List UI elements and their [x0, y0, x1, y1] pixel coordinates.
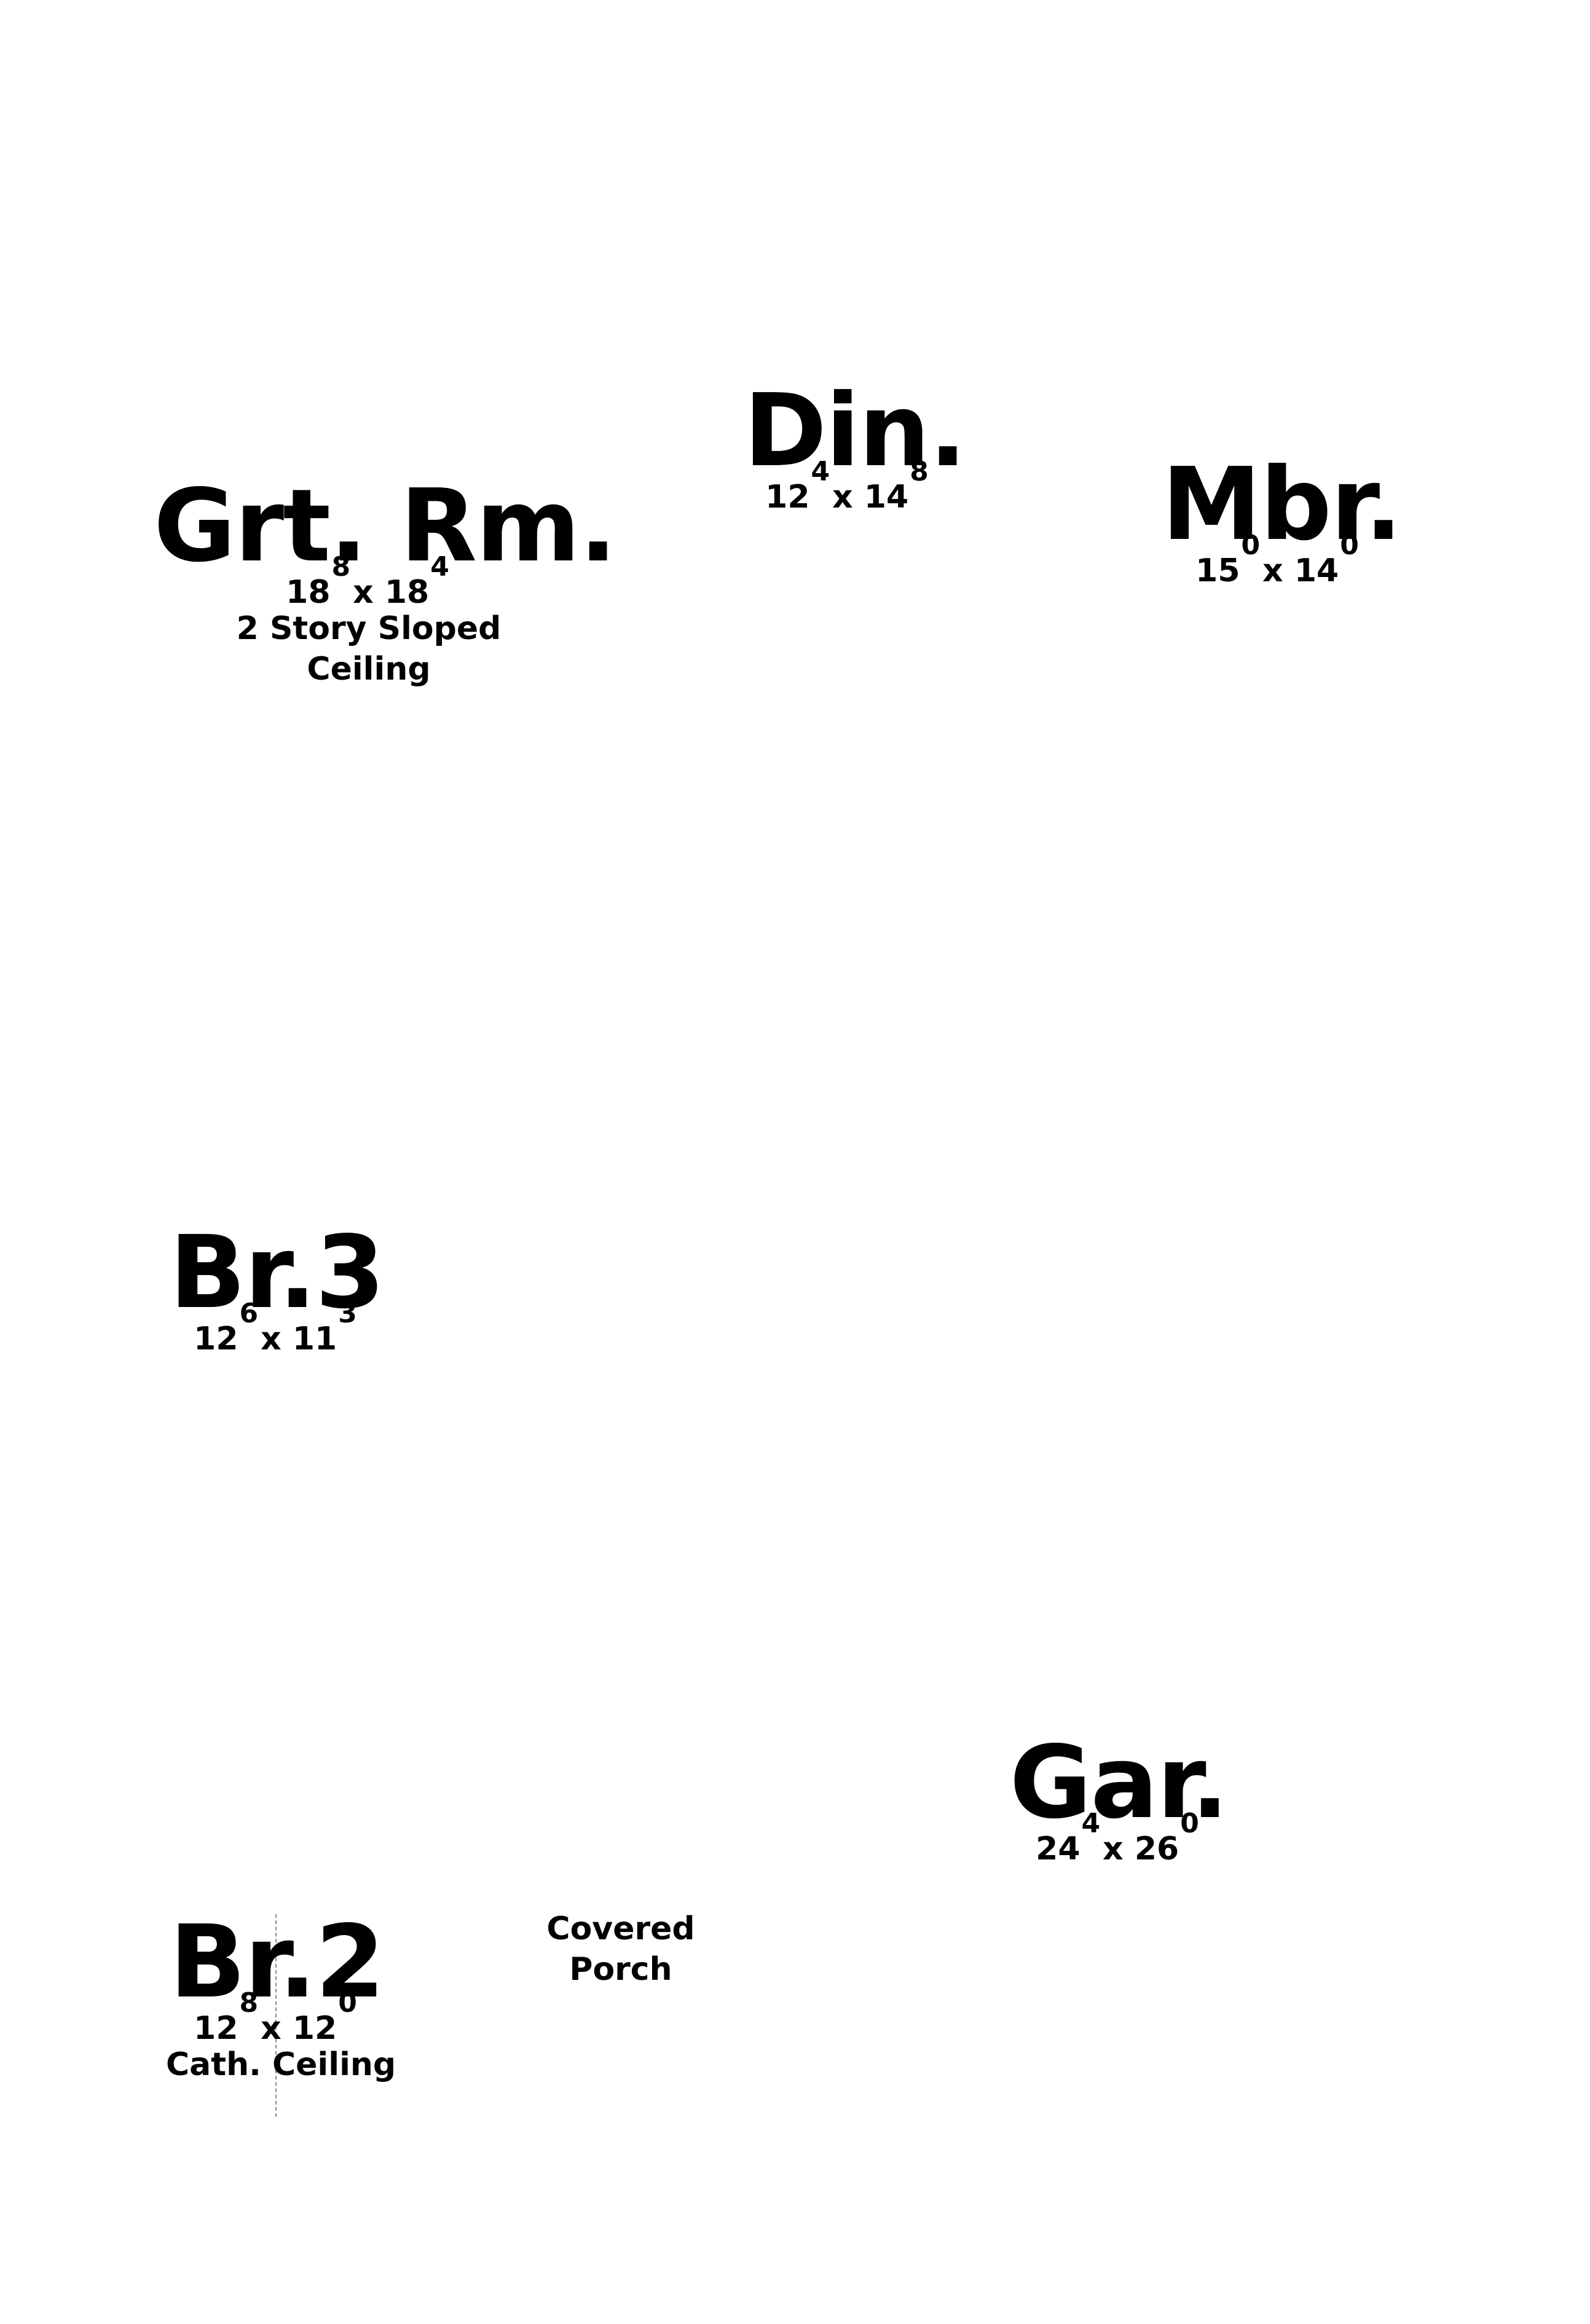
depth-feet: 14	[1294, 552, 1339, 589]
covered-porch-label: Covered Porch	[510, 1909, 731, 1990]
porch-line: Porch	[569, 1951, 672, 1988]
width-feet: 24	[1036, 1831, 1080, 1867]
room-dimensions: 124x 148	[744, 458, 953, 516]
room-name: Grt. Rm.	[154, 468, 617, 584]
room-dimensions: 126x 113	[166, 1300, 387, 1357]
depth-inches: 0	[1340, 530, 1359, 561]
width-feet: 12	[194, 2010, 238, 2047]
room-bedroom-2: Br.2 128x 120 Cath. Ceiling	[166, 1904, 396, 2085]
dashed-wall-line	[275, 1914, 277, 2117]
room-name: Gar.	[1009, 1725, 1229, 1841]
room-great-room: Grt. Rm. 188x 184 2 Story Sloped Ceiling	[154, 468, 617, 689]
depth-inches: 4	[430, 551, 449, 583]
times-sign: x	[353, 574, 374, 611]
room-master-bedroom: Mbr. 150x 140	[1162, 447, 1403, 589]
porch-line: Covered	[546, 1910, 695, 1947]
room-dimensions: 150x 140	[1162, 532, 1395, 589]
room-name: Br.2	[169, 1904, 385, 2020]
room-dimensions: 188x 184	[154, 554, 584, 611]
width-feet: 15	[1195, 552, 1240, 589]
width-feet: 18	[286, 574, 331, 611]
width-feet: 12	[765, 479, 810, 516]
times-sign: x	[1262, 552, 1283, 589]
room-note: 2 Story Sloped	[236, 610, 502, 647]
room-dimensions: 244x 260	[1008, 1810, 1229, 1867]
width-inches: 4	[811, 456, 830, 487]
times-sign: x	[1103, 1831, 1124, 1867]
room-note: Ceiling	[307, 651, 431, 688]
room-garage: Gar. 244x 260	[1008, 1733, 1229, 1865]
room-name: Br.3	[169, 1215, 385, 1331]
times-sign: x	[261, 2010, 281, 2047]
width-inches: 8	[331, 551, 351, 583]
depth-inches: 3	[338, 1298, 357, 1329]
width-inches: 8	[239, 1987, 259, 2019]
width-feet: 12	[194, 1321, 238, 1357]
width-inches: 6	[239, 1298, 259, 1329]
depth-feet: 26	[1134, 1831, 1179, 1867]
room-dimensions: 128x 120	[166, 1990, 387, 2047]
depth-inches: 0	[1180, 1808, 1199, 1839]
times-sign: x	[261, 1321, 281, 1357]
times-sign: x	[832, 479, 853, 516]
width-inches: 0	[1241, 530, 1261, 561]
room-name: Din.	[744, 373, 967, 489]
depth-feet: 11	[292, 1321, 337, 1357]
depth-feet: 12	[292, 2010, 337, 2047]
room-bedroom-3: Br.3 126x 113	[166, 1223, 387, 1355]
room-dining: Din. 124x 148	[744, 373, 967, 516]
depth-feet: 18	[384, 574, 430, 611]
room-note: Cath. Ceiling	[166, 2046, 396, 2083]
depth-inches: 8	[910, 456, 929, 487]
depth-inches: 0	[338, 1987, 357, 2019]
width-inches: 4	[1081, 1808, 1101, 1839]
room-name: Mbr.	[1162, 447, 1403, 563]
depth-feet: 14	[864, 479, 909, 516]
